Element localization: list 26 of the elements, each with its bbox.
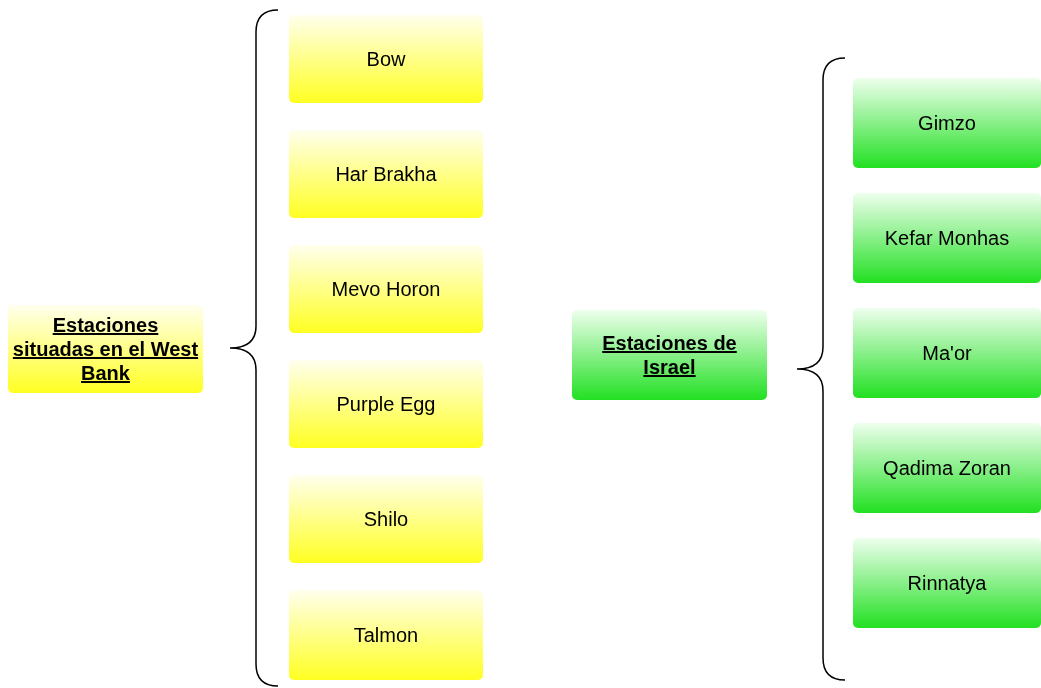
station-label: Kefar Monhas	[883, 226, 1011, 250]
station-box	[853, 308, 1041, 398]
station-box	[289, 130, 483, 218]
category-box	[572, 310, 767, 400]
station-label: Rinnatya	[906, 571, 988, 595]
station-label: Bow	[365, 47, 407, 71]
station-box	[853, 193, 1041, 283]
station-label: Purple Egg	[335, 392, 437, 416]
station-box	[289, 360, 483, 448]
station-label: Talmon	[352, 623, 420, 647]
category-label: Estaciones de Israel	[601, 331, 738, 379]
station-label: Gimzo	[917, 111, 977, 135]
station-label: Shilo	[362, 507, 410, 531]
category-label: Estaciones situadas en el West Bank	[11, 313, 200, 385]
category-box	[8, 305, 203, 393]
station-label: Ma'or	[921, 341, 973, 365]
station-box	[853, 538, 1041, 628]
station-label: Mevo Horon	[330, 277, 442, 301]
station-label: Har Brakha	[334, 162, 438, 186]
station-box	[289, 590, 483, 680]
station-box	[289, 245, 483, 333]
station-box	[289, 15, 483, 103]
station-box	[853, 78, 1041, 168]
station-box	[853, 423, 1041, 513]
station-label: Qadima Zoran	[882, 456, 1012, 480]
station-box	[289, 475, 483, 563]
